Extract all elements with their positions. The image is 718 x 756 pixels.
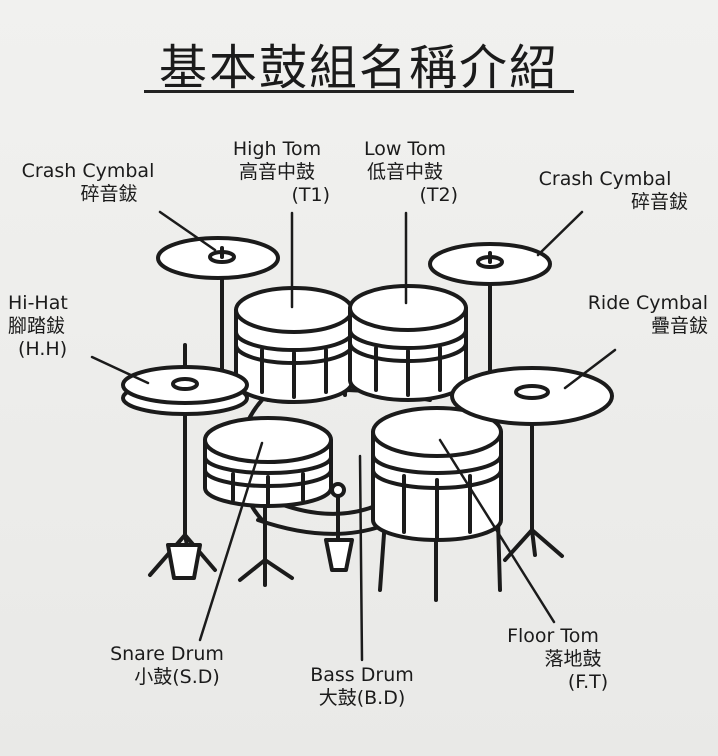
label-hi-hat-zh: 腳踏鈸 bbox=[8, 315, 66, 337]
label-ride-zh: 疊音鈸 bbox=[650, 315, 708, 337]
label-low-tom-abbr: (T2) bbox=[419, 184, 458, 206]
label-crash-left-zh: 碎音鈸 bbox=[80, 183, 138, 205]
label-floor-tom-abbr: (F.T) bbox=[567, 671, 609, 693]
label-crash-right-zh: 碎音鈸 bbox=[630, 191, 688, 213]
label-snare-drum: Snare Drum 小鼓(S.D) bbox=[92, 643, 242, 689]
label-crash-cymbal-right: Crash Cymbal 碎音鈸 bbox=[520, 168, 690, 214]
label-bass-drum: Bass Drum 大鼓(B.D) bbox=[292, 664, 432, 710]
label-ride-cymbal: Ride Cymbal 疊音鈸 bbox=[548, 292, 708, 338]
label-high-tom: High Tom 高音中鼓 (T1) bbox=[222, 138, 332, 207]
label-low-tom-en: Low Tom bbox=[364, 138, 446, 160]
label-high-tom-abbr: (T1) bbox=[291, 184, 330, 206]
label-crash-left-en: Crash Cymbal bbox=[21, 160, 155, 182]
label-crash-cymbal-left: Crash Cymbal 碎音鈸 bbox=[8, 160, 168, 206]
label-floor-tom-zh: 落地鼓 bbox=[544, 648, 602, 670]
label-low-tom-zh: 低音中鼓 bbox=[366, 161, 443, 183]
ride-stand bbox=[503, 408, 564, 562]
label-hi-hat-abbr: (H.H) bbox=[18, 338, 68, 360]
high-tom bbox=[234, 286, 354, 404]
label-low-tom: Low Tom 低音中鼓 (T2) bbox=[350, 138, 460, 207]
label-hi-hat-en: Hi-Hat bbox=[8, 292, 68, 314]
label-bass-zh: 大鼓(B.D) bbox=[318, 687, 406, 709]
snare-drum bbox=[203, 416, 333, 508]
label-floor-tom-en: Floor Tom bbox=[507, 625, 599, 647]
label-hi-hat: Hi-Hat 腳踏鈸 (H.H) bbox=[8, 292, 108, 361]
page-title: 基本鼓組名稱介紹 bbox=[158, 40, 559, 96]
crash-cymbal-right bbox=[428, 242, 552, 286]
snare-stand bbox=[238, 503, 294, 587]
label-snare-en: Snare Drum bbox=[110, 643, 224, 665]
floor-tom bbox=[371, 406, 503, 542]
leader-lines bbox=[90, 210, 617, 662]
crash-cymbal-left bbox=[156, 236, 280, 280]
label-high-tom-zh: 高音中鼓 bbox=[238, 161, 315, 183]
title-underline bbox=[144, 90, 574, 93]
label-crash-right-en: Crash Cymbal bbox=[538, 168, 672, 190]
label-ride-en: Ride Cymbal bbox=[587, 292, 708, 314]
label-bass-en: Bass Drum bbox=[310, 664, 414, 686]
bass-drum-pedal bbox=[324, 482, 354, 572]
hi-hat-pedal bbox=[166, 543, 202, 580]
label-floor-tom: Floor Tom 落地鼓 (F.T) bbox=[478, 625, 628, 694]
ride-cymbal bbox=[450, 366, 614, 426]
hi-hat bbox=[121, 365, 249, 416]
label-snare-zh: 小鼓(S.D) bbox=[134, 666, 220, 688]
label-high-tom-en: High Tom bbox=[232, 138, 322, 160]
low-tom bbox=[348, 284, 468, 402]
